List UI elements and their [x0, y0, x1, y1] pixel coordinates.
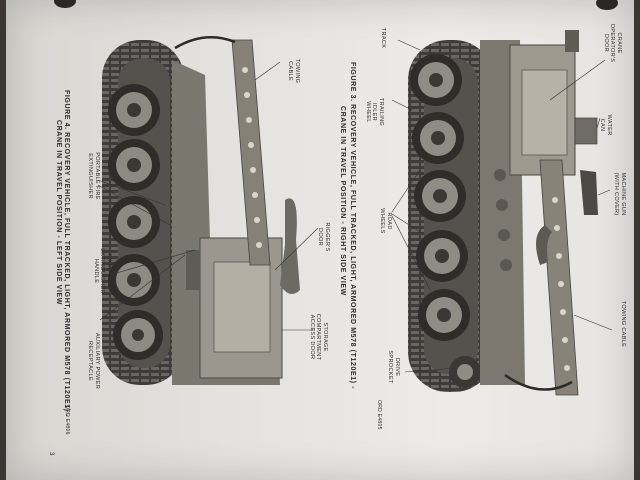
figure3-label-towing-cable: TOWING CABLE [620, 300, 626, 348]
figure4-label-towing-cable: TOWING CABLE [287, 58, 301, 84]
storage-compartment-door [213, 261, 271, 353]
figure3-label-drive-sprocket: DRIVE SPROCKET [387, 350, 401, 384]
water-can [574, 117, 598, 145]
cab-top-fitting [565, 30, 579, 52]
crane-boom [231, 39, 271, 266]
figure3-label-trailing-idler-wheel: TRAILING IDLER WHEEL [365, 97, 384, 127]
figure4-ord-number: ORD E4806 [64, 405, 70, 435]
figure3-caption-line2: CRANE IN TRAVEL POSITION - RIGHT SIDE VI… [339, 106, 346, 296]
figure4-label-auxiliary-power-receptacle: AUXILIARY POWER RECEPTACLE [87, 332, 101, 390]
crane-hook [280, 198, 300, 294]
binder-hole [596, 0, 618, 10]
road-wheels [108, 84, 163, 360]
figure3-label-water-can: WATER CAN [599, 114, 613, 136]
figure4-label-fixed-fire-extinguisher-handle: FIXED FIRE EXTINGUISHER HANDLE [93, 248, 112, 294]
towing-cable [174, 36, 236, 50]
figure4-label-storage-compartment-access-door: STORAGE COMPARTMENT ACCESS DOOR [309, 313, 328, 361]
figure3-ord-number: ORD E4805 [376, 400, 382, 430]
hull-marking [186, 250, 200, 290]
figure3-label-road-wheels: ROAD WHEELS [379, 208, 393, 234]
page-number: 3 [48, 452, 54, 456]
crane-boom [539, 159, 579, 396]
binder-hole [54, 0, 76, 8]
figure4-caption-line1: FIGURE 4. RECOVERY VEHICLE, FULL TRACKED… [63, 90, 70, 418]
figure4-label-portable-fire-extinguisher: PORTABLE FIRE EXTINGUISHER [87, 152, 101, 200]
figure3-label-machine-gun-with-cover: MACHINE GUN (WITH COVER) [613, 172, 627, 216]
figure3-caption-line1: FIGURE 3. RECOVERY VEHICLE, FULL TRACKED… [349, 62, 356, 390]
figure4-caption-line2: CRANE IN TRAVEL POSITION - LEFT SIDE VIE… [55, 120, 62, 305]
figure3-label-crane-operators-door: CRANE OPERATOR'S DOOR [603, 23, 622, 63]
figure4-vehicle [97, 36, 319, 385]
figure3-vehicle [391, 30, 613, 396]
machine-gun-cover [580, 170, 598, 215]
crane-hook [536, 225, 552, 265]
towing-cable [504, 373, 573, 391]
figure3-label-track: TRACK [380, 27, 386, 49]
crane-operators-door [521, 69, 568, 156]
road-wheels [410, 54, 470, 341]
figure4-label-riggers-door: RIGGER'S DOOR [317, 222, 331, 252]
